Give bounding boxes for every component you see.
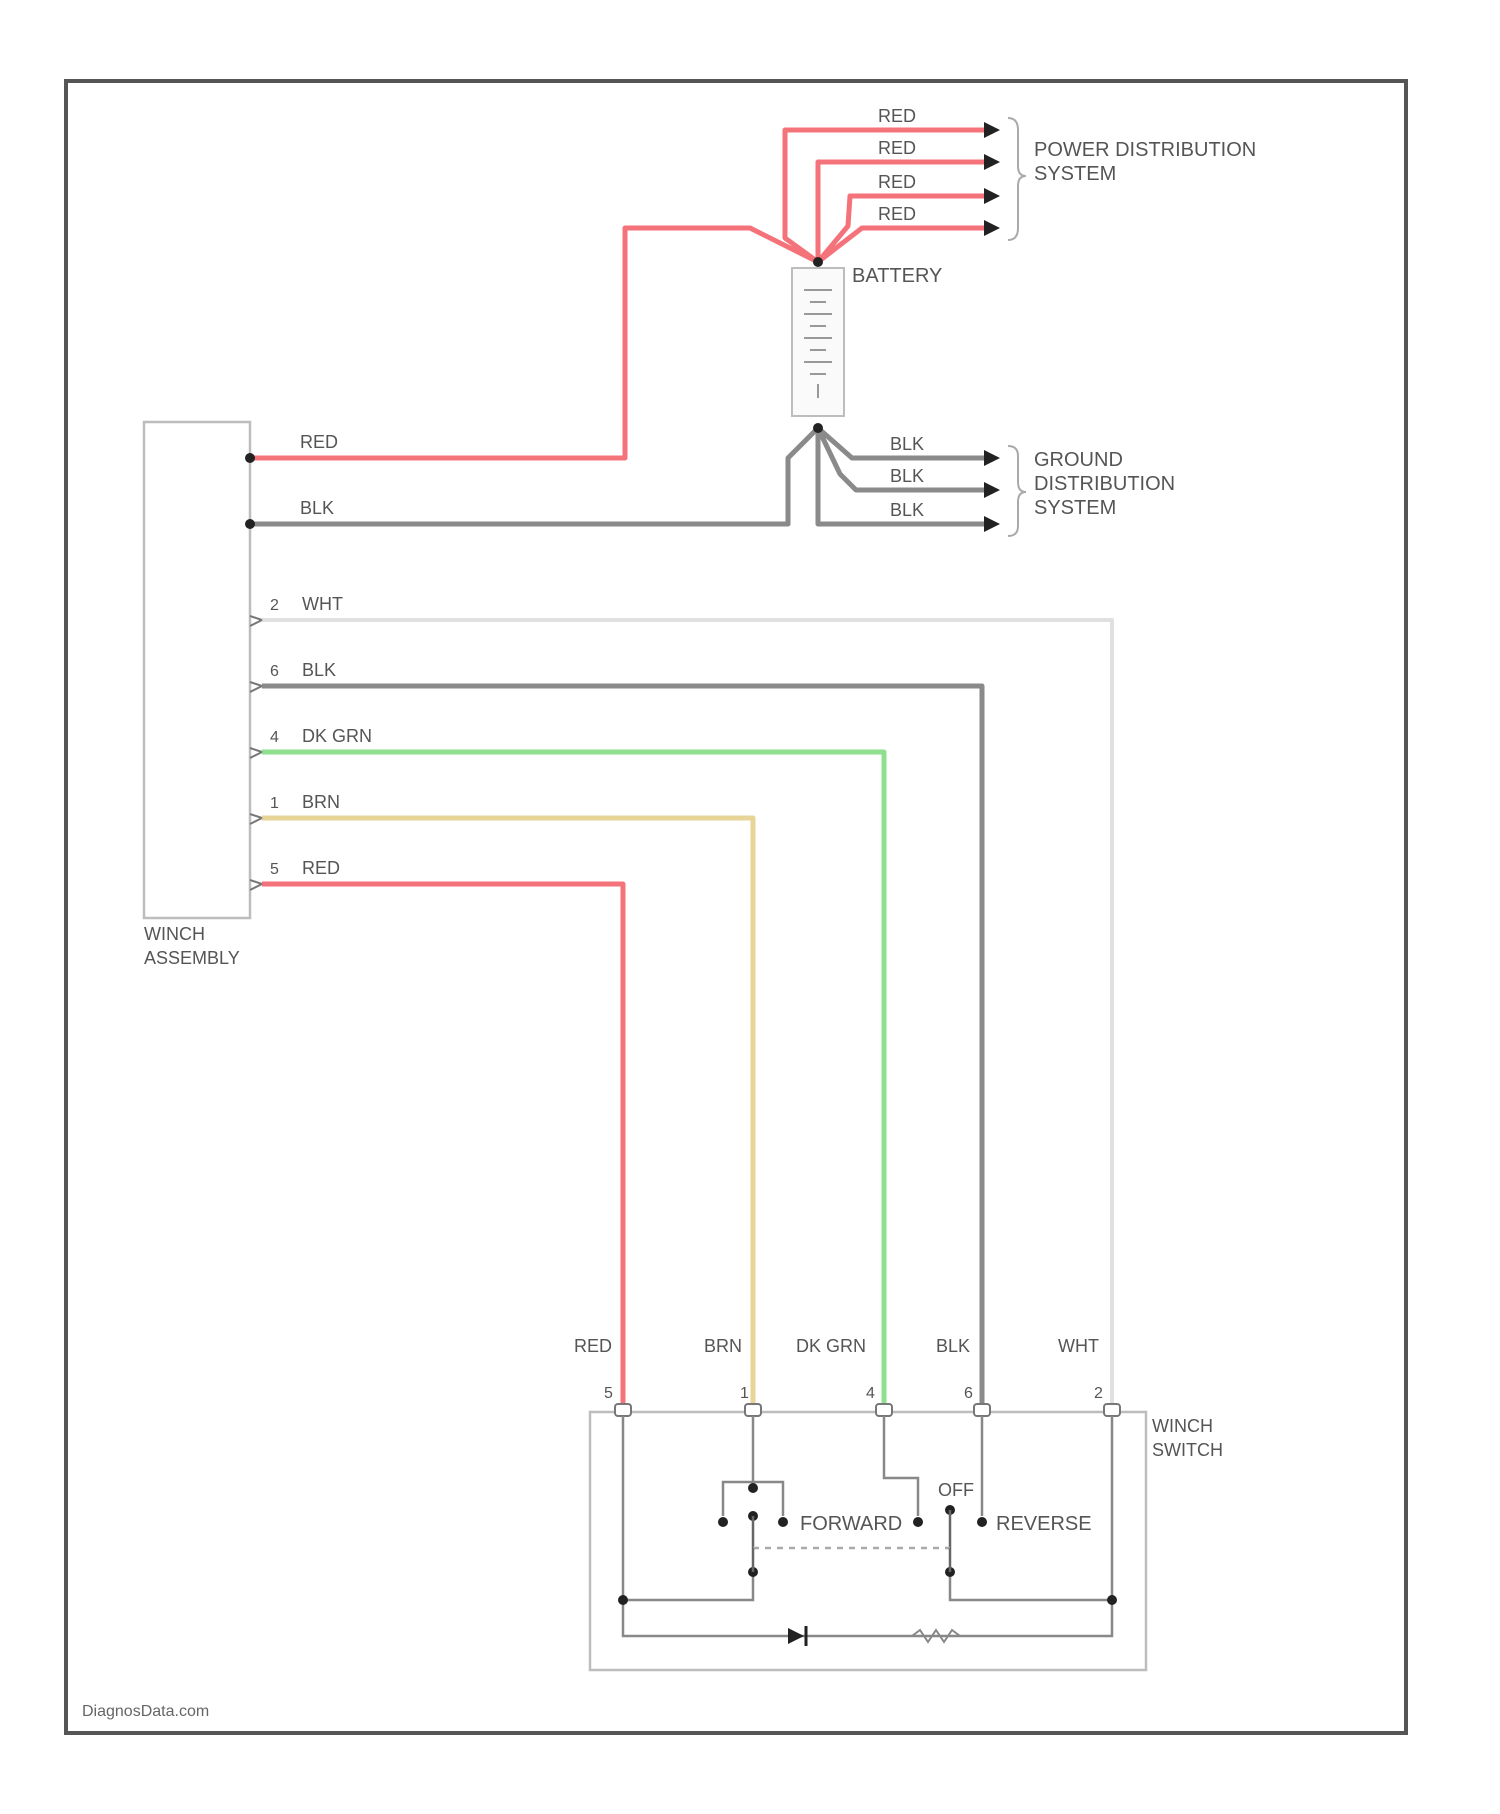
brace-ground-distribution <box>1008 446 1026 536</box>
winch-pin-number-2: 6 <box>270 663 279 680</box>
switch-internal-pin4 <box>884 1416 918 1516</box>
power-wire-label-3: RED <box>878 172 916 192</box>
winch-assembly-box <box>144 422 250 918</box>
arrow-power-2 <box>984 154 1000 170</box>
winch-switch-box <box>590 1412 1146 1670</box>
switch-internal-pin5 <box>623 1416 753 1600</box>
winch-assembly-label-line1: WINCH <box>144 924 205 944</box>
distribution-arrows <box>984 122 1000 532</box>
winch-power-wire-label: RED <box>300 432 338 452</box>
battery-positive-terminal <box>813 257 823 267</box>
wire-red-battery-positive <box>250 228 818 458</box>
watermark: DiagnosData.com <box>82 1703 209 1720</box>
diagram-frame <box>66 81 1406 1733</box>
battery <box>792 257 844 433</box>
switch-pin-number-1: 5 <box>604 1385 613 1402</box>
winch-assembly-power-terminal <box>245 453 255 463</box>
switch-pin-number-4: 6 <box>964 1385 973 1402</box>
arrow-ground-2 <box>984 482 1000 498</box>
wires <box>250 130 1112 1408</box>
winch-pin-wire-4: BRN <box>302 792 340 812</box>
switch-wire-label-1: RED <box>574 1336 612 1356</box>
power-distribution-label-line2: SYSTEM <box>1034 163 1116 185</box>
ground-wire-label-1: BLK <box>890 434 924 454</box>
switch-wire-label-2: BRN <box>704 1336 742 1356</box>
wire-red-pin5 <box>262 884 623 1408</box>
winch-assembly-label-line2: ASSEMBLY <box>144 948 240 968</box>
wire-dkgrn-pin4 <box>262 752 884 1408</box>
brace-power-distribution <box>1008 118 1026 240</box>
arrow-power-3 <box>984 188 1000 204</box>
switch-wire-label-3: DK GRN <box>796 1336 866 1356</box>
switch-position-reverse: REVERSE <box>996 1513 1092 1535</box>
winch-switch-label-line2: SWITCH <box>1152 1440 1223 1460</box>
power-wire-label-1: RED <box>878 106 916 126</box>
ground-distribution-label-line1: GROUND <box>1034 449 1123 471</box>
winch-pin-wire-1: WHT <box>302 594 343 614</box>
winch-pin-number-4: 1 <box>270 795 279 812</box>
switch-internal-reverse-return <box>950 1572 1112 1600</box>
winch-pin-number-1: 2 <box>270 597 279 614</box>
switch-pin-number-3: 4 <box>866 1385 875 1402</box>
arrow-power-4 <box>984 220 1000 236</box>
switch-pin-number-5: 2 <box>1094 1385 1103 1402</box>
switch-wire-label-5: WHT <box>1058 1336 1099 1356</box>
winch-pin-wire-2: BLK <box>302 660 336 680</box>
winch-assembly <box>144 422 262 918</box>
wire-brn-pin1 <box>262 818 753 1408</box>
power-wire-label-4: RED <box>878 204 916 224</box>
battery-label: BATTERY <box>852 265 942 287</box>
winch-pin-number-3: 4 <box>270 729 279 746</box>
arrow-power-1 <box>984 122 1000 138</box>
arrow-ground-1 <box>984 450 1000 466</box>
ground-wire-label-3: BLK <box>890 500 924 520</box>
arrow-ground-3 <box>984 516 1000 532</box>
winch-ground-wire-label: BLK <box>300 498 334 518</box>
ground-distribution-label-line3: SYSTEM <box>1034 497 1116 519</box>
switch-position-forward: FORWARD <box>800 1513 902 1535</box>
ground-distribution-label-line2: DISTRIBUTION <box>1034 473 1175 495</box>
switch-internal-bottom-loop <box>623 1600 1112 1636</box>
switch-position-off: OFF <box>938 1480 974 1500</box>
battery-negative-terminal <box>813 423 823 433</box>
winch-pin-number-5: 5 <box>270 861 279 878</box>
ground-wire-label-2: BLK <box>890 466 924 486</box>
winch-pin-wire-3: DK GRN <box>302 726 372 746</box>
switch-pin-number-2: 1 <box>740 1385 749 1402</box>
winch-pin-wire-5: RED <box>302 858 340 878</box>
power-wire-label-2: RED <box>878 138 916 158</box>
winch-switch-label-line1: WINCH <box>1152 1416 1213 1436</box>
power-distribution-label-line1: POWER DISTRIBUTION <box>1034 139 1256 161</box>
winch-assembly-ground-terminal <box>245 519 255 529</box>
switch-wire-label-4: BLK <box>936 1336 970 1356</box>
winch-switch <box>590 1404 1146 1670</box>
diode-icon <box>788 1628 804 1644</box>
